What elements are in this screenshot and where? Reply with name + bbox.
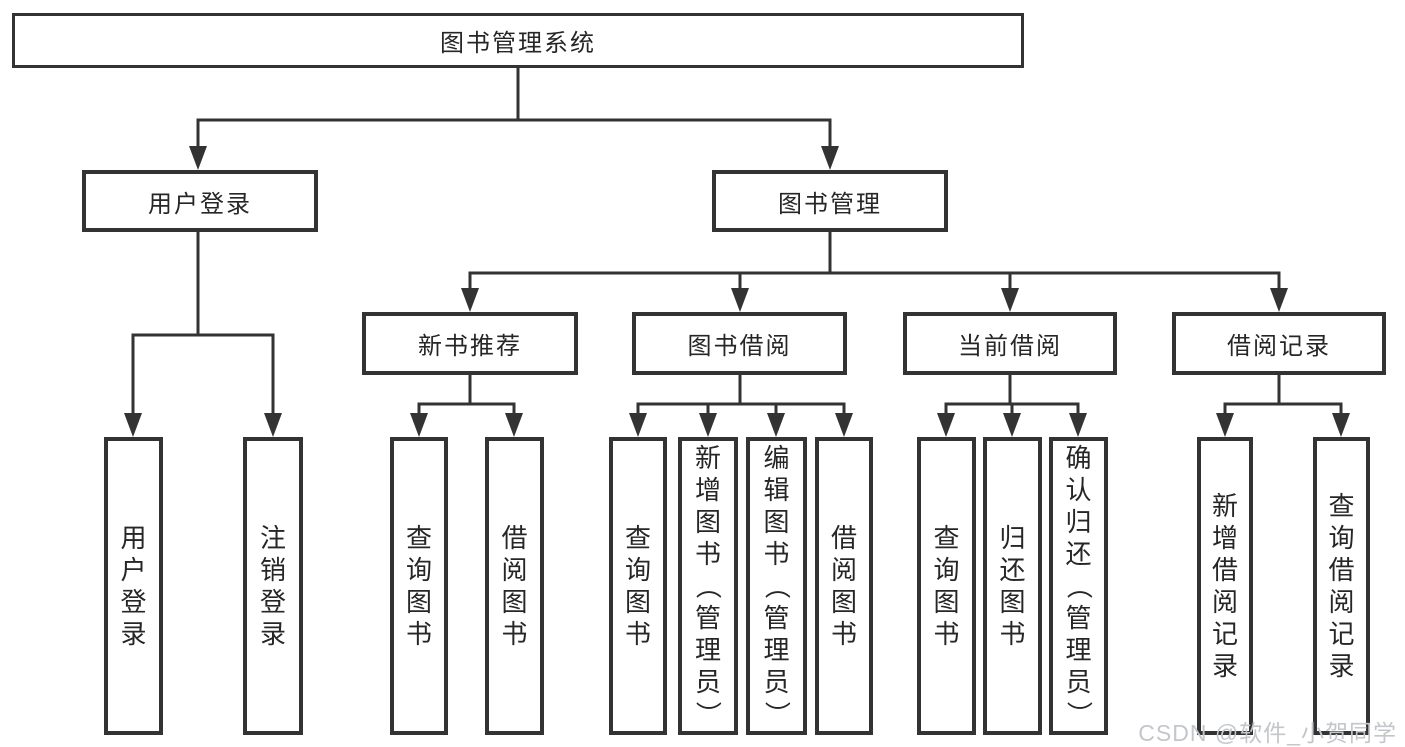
node-borrow-records-label: 借阅记录: [1227, 333, 1331, 360]
node-root-label: 图书管理系统: [440, 30, 596, 57]
node-leaf-logout-label: 注销登录: [260, 523, 287, 649]
node-book-borrow-label: 图书借阅: [687, 333, 792, 360]
node-root: 图书管理系统: [12, 13, 1024, 68]
node-leaf-edit-book-admin: 编辑图书（管理员）: [746, 437, 807, 735]
node-leaf-user-login: 用户登录: [104, 437, 163, 735]
node-book-management-label: 图书管理: [778, 190, 882, 218]
node-leaf-query-borrow-record: 查询借阅记录: [1313, 437, 1370, 735]
watermark: CSDN @软件_小贺同学: [1138, 720, 1397, 746]
node-user-login: 用户登录: [82, 170, 318, 232]
node-leaf-query-borrow-record-label: 查询借阅记录: [1328, 491, 1355, 681]
node-leaf-borrow-books-recommend-label: 借阅图书: [501, 523, 528, 649]
node-book-management: 图书管理: [712, 170, 948, 232]
node-leaf-confirm-return-admin-label: 确认归还（管理员）: [1063, 443, 1094, 728]
node-leaf-query-books-recommend: 查询图书: [390, 437, 448, 735]
node-leaf-confirm-return-admin: 确认归还（管理员）: [1049, 437, 1108, 735]
node-leaf-add-borrow-record: 新增借阅记录: [1197, 437, 1253, 735]
node-new-book-recommend: 新书推荐: [362, 312, 578, 375]
node-leaf-user-login-label: 用户登录: [120, 523, 147, 649]
node-leaf-return-books-label: 归还图书: [999, 523, 1026, 649]
node-leaf-add-book-admin: 新增图书（管理员）: [678, 437, 738, 735]
node-leaf-borrow-books: 借阅图书: [815, 437, 873, 735]
node-leaf-query-books-borrow: 查询图书: [609, 437, 667, 735]
node-leaf-query-books-borrow-label: 查询图书: [625, 523, 652, 649]
node-borrow-records: 借阅记录: [1172, 312, 1386, 375]
node-leaf-query-books-current-label: 查询图书: [933, 523, 960, 649]
node-user-login-label: 用户登录: [148, 190, 252, 218]
node-leaf-logout: 注销登录: [243, 437, 303, 735]
node-leaf-query-books-current: 查询图书: [917, 437, 976, 735]
node-leaf-add-book-admin-label: 新增图书（管理员）: [693, 443, 723, 728]
node-book-borrow: 图书借阅: [632, 312, 847, 375]
node-leaf-add-borrow-record-label: 新增借阅记录: [1212, 491, 1239, 681]
node-leaf-query-books-recommend-label: 查询图书: [406, 523, 433, 649]
node-leaf-return-books: 归还图书: [983, 437, 1042, 735]
node-current-borrow: 当前借阅: [903, 312, 1117, 375]
node-leaf-borrow-books-recommend: 借阅图书: [485, 437, 544, 735]
node-leaf-edit-book-admin-label: 编辑图书（管理员）: [761, 443, 792, 728]
node-leaf-borrow-books-label: 借阅图书: [831, 523, 858, 649]
node-new-book-recommend-label: 新书推荐: [418, 333, 522, 360]
node-current-borrow-label: 当前借阅: [958, 333, 1062, 360]
